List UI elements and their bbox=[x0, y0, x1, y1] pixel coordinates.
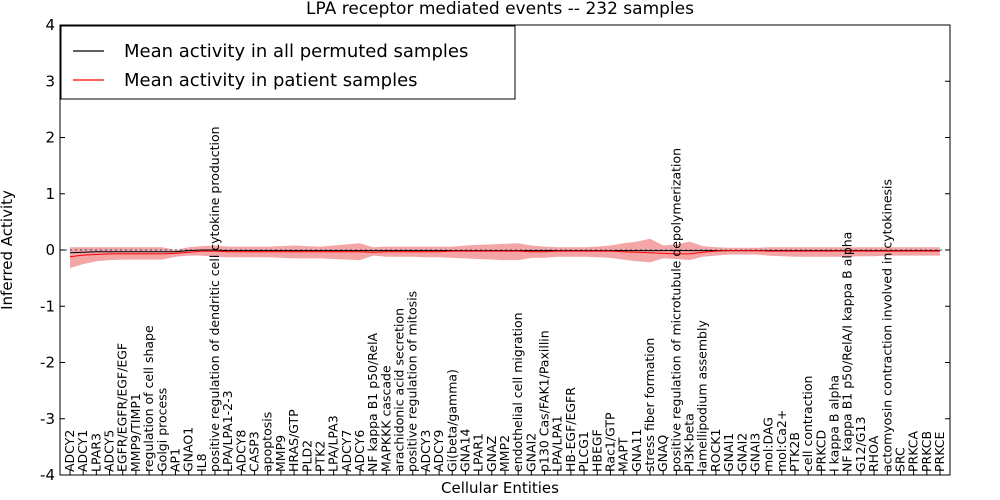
x-tick-label: PI3K-beta bbox=[682, 413, 697, 472]
legend-frame bbox=[60, 25, 516, 100]
x-tick-label: mol:Ca2+ bbox=[774, 410, 789, 472]
x-tick-label: GNAI3 bbox=[748, 433, 763, 472]
x-tick-label: ADCY9 bbox=[431, 430, 446, 472]
x-tick-label: PRKCD bbox=[813, 430, 828, 472]
x-tick-label: MMP2 bbox=[497, 435, 512, 472]
x-tick-label: ADCY6 bbox=[352, 430, 367, 472]
x-axis-ticks: ADCY2ADCY1LPAR3ADCY5EGFR/EGFR/EGF/EGFMMP… bbox=[62, 126, 947, 475]
x-tick-label: ADCY2 bbox=[62, 430, 77, 472]
x-tick-label: MAPKKK cascade bbox=[378, 365, 393, 472]
series-line-patient bbox=[69, 250, 940, 258]
x-tick-label: PTK2B bbox=[787, 432, 802, 472]
x-tick-label: ADCY1 bbox=[75, 430, 90, 472]
x-tick-label: MMP9/TIMP1 bbox=[128, 393, 143, 472]
y-tick-label: 0 bbox=[45, 241, 55, 259]
y-tick-label: -1 bbox=[40, 297, 55, 315]
x-tick-label: lamellipodium assembly bbox=[695, 320, 710, 472]
x-tick-label: stress fiber formation bbox=[642, 338, 657, 472]
x-tick-label: HB-EGF/EGFR bbox=[563, 387, 578, 472]
y-tick-label: 2 bbox=[45, 129, 55, 147]
x-tick-label: GNAZ bbox=[484, 436, 499, 472]
x-tick-label: endothelial cell migration bbox=[510, 312, 525, 472]
x-axis-label: Cellular Entities bbox=[441, 479, 559, 497]
x-tick-label: PRKCB bbox=[919, 431, 934, 472]
x-tick-label: I kappa B alpha bbox=[827, 375, 842, 472]
x-tick-label: GNAQ bbox=[655, 435, 670, 472]
legend-label-patient: Mean activity in patient samples bbox=[124, 70, 418, 91]
x-tick-label: HBEGF bbox=[589, 429, 604, 472]
x-tick-label: apoptosis bbox=[260, 412, 275, 472]
x-tick-label: positive regulation of mitosis bbox=[405, 291, 420, 472]
x-tick-label: MAPT bbox=[616, 437, 631, 472]
x-tick-label: SRC bbox=[893, 447, 908, 472]
legend-label-permuted: Mean activity in all permuted samples bbox=[124, 41, 468, 62]
chart-title: LPA receptor mediated events -- 232 samp… bbox=[306, 0, 694, 19]
y-tick-label: 1 bbox=[45, 185, 55, 203]
x-tick-label: PTK2 bbox=[313, 441, 328, 472]
x-tick-label: ROCK1 bbox=[708, 429, 723, 472]
patient-variability-band bbox=[70, 238, 940, 268]
y-tick-label: -4 bbox=[40, 466, 55, 484]
x-tick-label: GNAO1 bbox=[181, 427, 196, 472]
x-tick-label: EGFR/EGFR/EGF/EGF bbox=[115, 343, 130, 472]
x-tick-label: positive regulation of dendritic cell cy… bbox=[207, 126, 222, 472]
x-tick-label: Gi(beta/gamma) bbox=[444, 369, 459, 472]
x-tick-label: positive regulation of microtubule depol… bbox=[668, 148, 683, 472]
x-tick-label: ADCY7 bbox=[339, 430, 354, 472]
series-lines-layer bbox=[60, 249, 950, 258]
x-tick-label: MMP9 bbox=[273, 435, 288, 472]
x-tick-label: LPAR1 bbox=[471, 433, 486, 472]
x-tick-label: mol:DAG bbox=[761, 417, 776, 472]
x-tick-label: ADCY5 bbox=[102, 430, 117, 472]
y-tick-label: 3 bbox=[45, 72, 55, 90]
x-tick-label: arachidonic acid secretion bbox=[392, 308, 407, 472]
x-tick-label: PRKCE bbox=[932, 432, 947, 472]
x-tick-label: Rac1/GTP bbox=[603, 412, 618, 472]
x-tick-label: cell contraction bbox=[800, 376, 815, 472]
x-tick-label: LPAR3 bbox=[88, 433, 103, 472]
x-tick-label: HRAS/GTP bbox=[286, 409, 301, 472]
x-tick-label: GNAI2 bbox=[523, 433, 538, 472]
y-tick-label: -2 bbox=[40, 354, 55, 372]
x-tick-label: PRKCA bbox=[906, 431, 921, 472]
y-axis-ticks: -4 -3 -2 -1 0 1 2 3 4 bbox=[40, 16, 950, 484]
x-tick-label: PLCG1 bbox=[576, 431, 591, 472]
x-tick-label: LPA/LPA1 bbox=[550, 415, 565, 472]
x-tick-label: LPA/LPA3 bbox=[326, 415, 341, 472]
x-tick-label: LPA/LPA1-2-3 bbox=[220, 390, 235, 472]
x-tick-label: regulation of cell shape bbox=[141, 325, 156, 472]
x-tick-label: NF kappa B1 p50/RelA bbox=[365, 332, 380, 472]
x-tick-label: ADCY3 bbox=[418, 430, 433, 472]
x-tick-label: G12/G13 bbox=[853, 417, 868, 472]
x-tick-label: NF kappa B1 p50/RelA/I kappa B alpha bbox=[840, 232, 855, 472]
x-tick-label: AP1 bbox=[168, 448, 183, 472]
x-tick-label: p130 Cas/FAK1/Paxillin bbox=[537, 330, 552, 472]
x-tick-label: GNAI1 bbox=[721, 433, 736, 472]
x-tick-label: actomyosin contraction involved in cytok… bbox=[879, 179, 894, 472]
y-tick-label: 4 bbox=[45, 16, 55, 34]
y-axis-label: Inferred Activity bbox=[0, 190, 16, 310]
legend: Mean activity in all permuted samples Me… bbox=[60, 25, 516, 100]
x-tick-label: CASP3 bbox=[247, 431, 262, 472]
x-tick-label: PLD2 bbox=[299, 440, 314, 472]
x-tick-label: ADCY8 bbox=[233, 430, 248, 472]
x-tick-label: RHOA bbox=[866, 435, 881, 472]
x-tick-label: Golgi process bbox=[154, 388, 169, 472]
x-tick-label: GNAI2 bbox=[734, 433, 749, 472]
x-tick-label: GNA11 bbox=[629, 429, 644, 473]
y-tick-label: -3 bbox=[40, 410, 55, 428]
x-tick-label: GNA14 bbox=[458, 428, 473, 472]
confidence-band-layer bbox=[70, 238, 940, 268]
x-tick-label: IL8 bbox=[194, 453, 209, 472]
